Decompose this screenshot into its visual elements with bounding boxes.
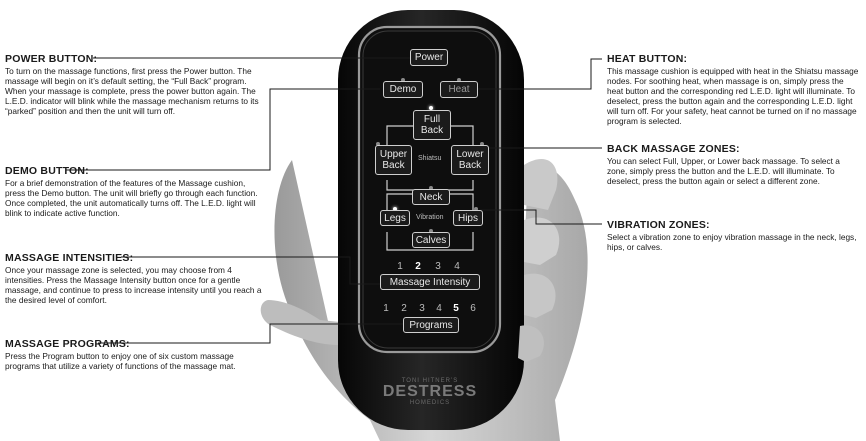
shiatsu-label: Shiatsu	[418, 155, 442, 162]
callout-programs: MASSAGE PROGRAMS: Press the Program butt…	[5, 338, 267, 371]
led-full-back	[429, 106, 433, 110]
program-number-3: 3	[419, 303, 425, 314]
callout-back-zones: BACK MASSAGE ZONES: You can select Full,…	[607, 143, 862, 186]
led-demo	[401, 78, 405, 82]
vibration-label: Vibration	[416, 214, 444, 221]
finger	[524, 217, 560, 265]
finger	[518, 325, 544, 362]
finger	[524, 273, 556, 318]
brand-logo: TONI HITNER’S DESTRESS HOMEDICS	[382, 378, 478, 406]
intensity-level-4: 4	[454, 261, 460, 272]
callout-title: DEMO BUTTON:	[5, 165, 89, 177]
led-calves	[429, 229, 433, 233]
legs-button[interactable]: Legs	[380, 210, 410, 226]
full-back-button[interactable]: Full Back	[413, 110, 451, 140]
led-heat	[457, 78, 461, 82]
led-lower-back	[480, 142, 484, 146]
program-number-1: 1	[383, 303, 389, 314]
upper-back-button[interactable]: Upper Back	[375, 145, 412, 175]
callout-heat: HEAT BUTTON: This massage cushion is equ…	[607, 53, 862, 127]
callout-body: Once your massage zone is selected, you …	[5, 265, 262, 306]
callout-title: MASSAGE INTENSITIES:	[5, 252, 134, 264]
led-hips	[474, 207, 478, 211]
led-neck	[429, 186, 433, 190]
neck-button[interactable]: Neck	[412, 189, 450, 205]
callout-title: VIBRATION ZONES:	[607, 219, 710, 231]
callout-intensities: MASSAGE INTENSITIES: Once your massage z…	[5, 252, 267, 305]
program-number-5: 5	[453, 303, 459, 314]
callout-title: HEAT BUTTON:	[607, 53, 688, 65]
callout-body: For a brief demonstration of the feature…	[5, 178, 258, 219]
led-legs	[393, 207, 397, 211]
power-button[interactable]: Power	[410, 49, 448, 66]
callout-title: POWER BUTTON:	[5, 53, 98, 65]
callout-title: MASSAGE PROGRAMS:	[5, 338, 130, 350]
intensity-level-3: 3	[435, 261, 441, 272]
callout-body: To turn on the massage functions, first …	[5, 66, 259, 117]
callout-demo: DEMO BUTTON: For a brief demonstration o…	[5, 165, 267, 218]
callout-body: This massage cushion is equipped with he…	[607, 66, 859, 127]
callout-body: Press the Program button to enjoy one of…	[5, 351, 236, 372]
callout-power: POWER BUTTON: To turn on the massage fun…	[5, 53, 267, 116]
intensity-level-1: 1	[397, 261, 403, 272]
program-number-2: 2	[401, 303, 407, 314]
callout-body: You can select Full, Upper, or Lower bac…	[607, 156, 840, 187]
program-number-6: 6	[470, 303, 476, 314]
callout-vibration: VIBRATION ZONES: Select a vibration zone…	[607, 219, 862, 252]
callout-body: Select a vibration zone to enjoy vibrati…	[607, 232, 857, 253]
massage-intensity-button[interactable]: Massage Intensity	[380, 274, 480, 290]
lower-back-button[interactable]: Lower Back	[451, 145, 489, 175]
program-number-4: 4	[436, 303, 442, 314]
finger	[524, 159, 558, 210]
intensity-level-2: 2	[415, 261, 421, 272]
demo-button[interactable]: Demo	[383, 81, 423, 98]
hips-button[interactable]: Hips	[453, 210, 483, 226]
heat-button[interactable]: Heat	[440, 81, 478, 98]
programs-button[interactable]: Programs	[403, 317, 459, 333]
callout-title: BACK MASSAGE ZONES:	[607, 143, 740, 155]
led-upper-back	[376, 142, 380, 146]
calves-button[interactable]: Calves	[412, 232, 450, 248]
